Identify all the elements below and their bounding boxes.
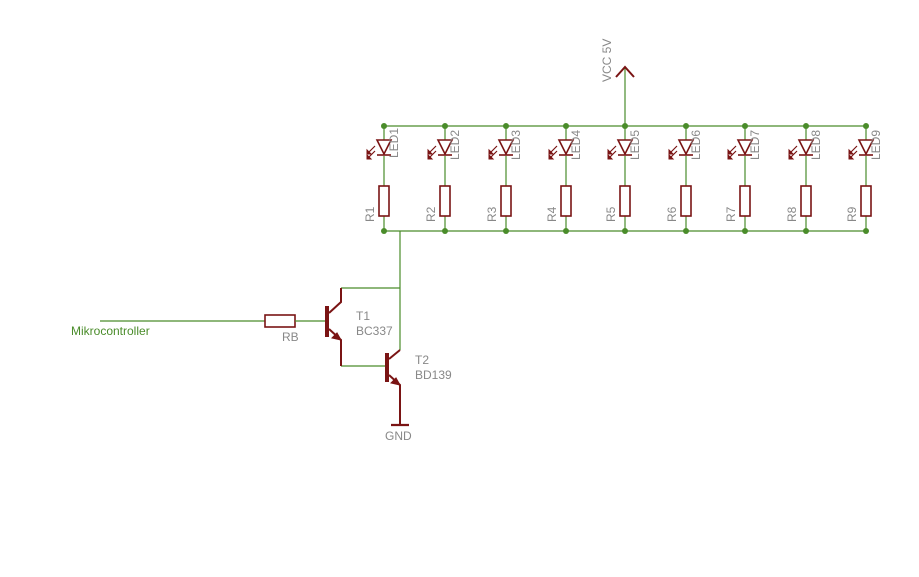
- junction-dot: [503, 123, 509, 129]
- junction-dot: [563, 228, 569, 234]
- led-triangle-icon: [436, 139, 454, 156]
- led-emission-arrowheads-icon: [668, 148, 675, 160]
- led-triangle-icon: [375, 139, 393, 156]
- led-label: LED1: [387, 128, 401, 158]
- resistor-label: R2: [424, 206, 438, 222]
- t2-value: BD139: [415, 368, 452, 382]
- resistor-label: R5: [604, 206, 618, 222]
- led-triangle-icon: [736, 139, 754, 156]
- resistor-label: R7: [724, 206, 738, 222]
- t2-emitter-arrow-icon: [390, 377, 401, 386]
- resistor-body: [680, 185, 692, 217]
- resistor-body: [860, 185, 872, 217]
- collector-wiring: [341, 231, 401, 367]
- led-label: LED7: [748, 130, 762, 160]
- vcc-arrow-icon: [615, 65, 635, 78]
- resistor-label: R3: [485, 206, 499, 222]
- transistor-t1: T1 BC337: [325, 288, 393, 366]
- led-emission-arrowheads-icon: [727, 148, 734, 160]
- junction-dot: [803, 228, 809, 234]
- led-label: LED2: [448, 130, 462, 160]
- junction-dot: [863, 123, 869, 129]
- resistor-body: [800, 185, 812, 217]
- junction-dot: [742, 228, 748, 234]
- led-triangle-icon: [557, 139, 575, 156]
- resistor-body: [500, 185, 512, 217]
- mikrocontroller-label: Mikrocontroller: [71, 324, 150, 338]
- junction-dot: [381, 228, 387, 234]
- junction-dot: [381, 123, 387, 129]
- resistor-body: [739, 185, 751, 217]
- resistor-body: [560, 185, 572, 217]
- resistor-label: R9: [845, 206, 859, 222]
- led-triangle-icon: [797, 139, 815, 156]
- vcc-label: VCC 5V: [600, 39, 614, 82]
- resistor-label: R8: [785, 206, 799, 222]
- rb-label: RB: [282, 330, 299, 344]
- junction-dot: [622, 123, 628, 129]
- led-triangle-icon: [616, 139, 634, 156]
- led-emission-arrowheads-icon: [427, 148, 434, 160]
- resistor-label: R6: [665, 206, 679, 222]
- led-emission-arrowheads-icon: [548, 148, 555, 160]
- transistor-t2: T2 BD139: [385, 349, 452, 425]
- t1-collector-lead: [328, 288, 342, 314]
- resistor-body: [439, 185, 451, 217]
- t2-name: T2: [415, 353, 429, 367]
- led-emission-arrowheads-icon: [488, 148, 495, 160]
- resistor-body: [619, 185, 631, 217]
- junction-dot: [622, 228, 628, 234]
- led-label: LED8: [809, 130, 823, 160]
- t1-name: T1: [356, 309, 370, 323]
- led-label: LED6: [689, 130, 703, 160]
- led-emission-arrowheads-icon: [607, 148, 614, 160]
- t1-emitter-arrow-icon: [331, 332, 342, 341]
- resistor-label: R4: [545, 206, 559, 222]
- ground: GND: [385, 423, 412, 443]
- led-label: LED3: [509, 130, 523, 160]
- led-label: LED5: [628, 130, 642, 160]
- led-label: LED9: [869, 130, 883, 160]
- t2-collector-lead: [388, 349, 401, 360]
- led-triangle-icon: [857, 139, 875, 156]
- led-emission-arrowheads-icon: [366, 148, 373, 160]
- vcc-supply: VCC 5V: [600, 39, 635, 126]
- junction-dot: [863, 228, 869, 234]
- junction-dot: [563, 123, 569, 129]
- led-emission-arrowheads-icon: [848, 148, 855, 160]
- led-emission-arrowheads-icon: [788, 148, 795, 160]
- t1-value: BC337: [356, 324, 393, 338]
- led-triangle-icon: [677, 139, 695, 156]
- resistor-body: [378, 185, 390, 217]
- junction-dot: [742, 123, 748, 129]
- led-label: LED4: [569, 130, 583, 160]
- junction-dot: [683, 228, 689, 234]
- resistor-label: R1: [363, 206, 377, 222]
- junction-dot: [442, 228, 448, 234]
- rb-resistor: [264, 314, 296, 328]
- junction-dot: [442, 123, 448, 129]
- junction-dot: [503, 228, 509, 234]
- junction-dot: [683, 123, 689, 129]
- junction-dot: [803, 123, 809, 129]
- gnd-label: GND: [385, 429, 412, 443]
- led-triangle-icon: [497, 139, 515, 156]
- input-network: Mikrocontroller RB: [71, 314, 325, 344]
